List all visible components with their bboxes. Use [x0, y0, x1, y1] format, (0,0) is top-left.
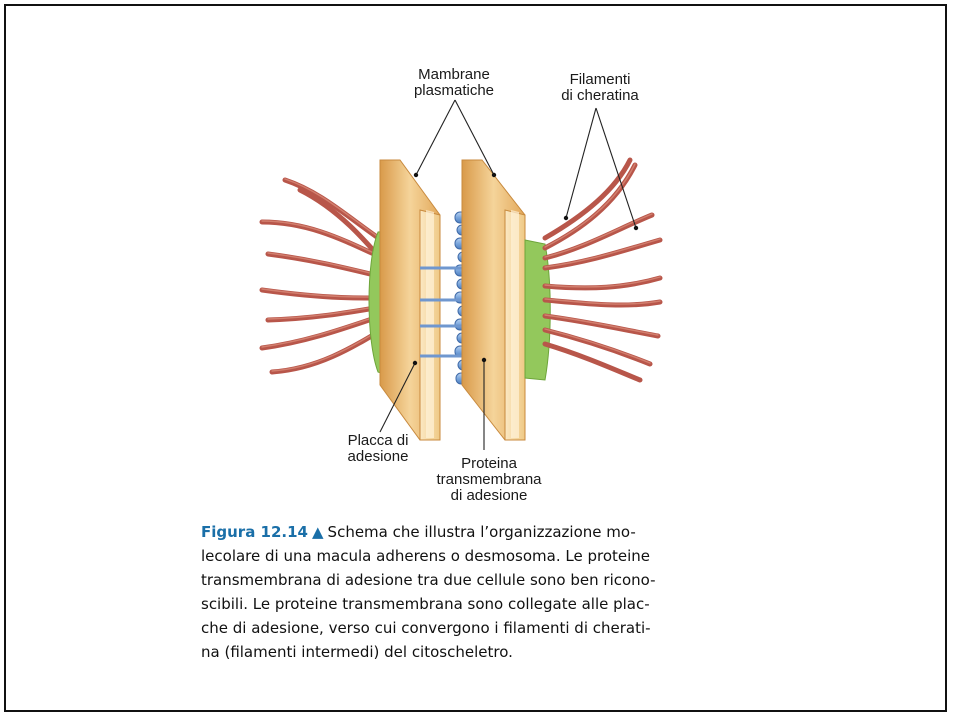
figure-caption: Figura 12.14▲Schema che illustra l’organ… [201, 520, 746, 664]
caption-title: Figura 12.14 [201, 523, 308, 541]
adhesion-plaque-right [525, 240, 550, 380]
caption-line-5: na (filamenti intermedi) del citoschelet… [201, 640, 746, 664]
caption-line-2: transmembrana di adesione tra due cellul… [201, 568, 746, 592]
label-membranes-line2: plasmatiche [394, 83, 514, 99]
label-plaque-line2: adesione [328, 449, 428, 465]
caption-text-0: Schema che illustra l’organizzazione mo- [328, 523, 636, 541]
label-membranes: Mambrane plasmatiche [394, 67, 514, 99]
label-protein-line2: transmembrana [429, 472, 549, 488]
caption-arrow-icon: ▲ [312, 523, 324, 541]
caption-line-1: lecolare di una macula adherens o desmos… [201, 544, 746, 568]
label-filaments-line1: Filamenti [540, 72, 660, 88]
label-protein-line3: di adesione [429, 488, 549, 504]
label-plaque-line1: Placca di [328, 433, 428, 449]
label-filaments-line2: di cheratina [540, 88, 660, 104]
label-membranes-line1: Mambrane [394, 67, 514, 83]
label-plaque: Placca di adesione [328, 433, 428, 465]
label-protein-line1: Proteina [429, 456, 549, 472]
caption-line-3: scibili. Le proteine transmembrana sono … [201, 592, 746, 616]
keratin-filaments-right [545, 160, 660, 380]
label-protein: Proteina transmembrana di adesione [429, 456, 549, 504]
label-filaments: Filamenti di cheratina [540, 72, 660, 104]
caption-line-0: Figura 12.14▲Schema che illustra l’organ… [201, 520, 746, 544]
caption-line-4: che di adesione, verso cui convergono i … [201, 616, 746, 640]
